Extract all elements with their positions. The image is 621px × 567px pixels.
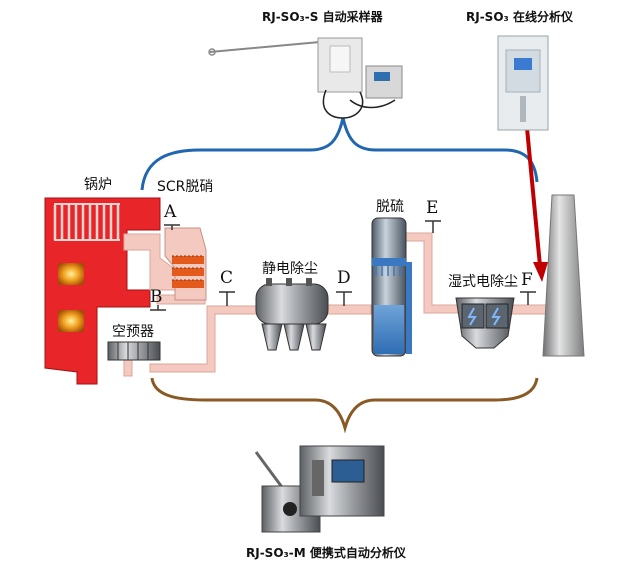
sample-probes: [150, 220, 536, 311]
wet-esp-label: 湿式电除尘: [448, 274, 518, 290]
scr-reactor: [164, 227, 207, 301]
online-analyzer-arrow: [525, 127, 548, 282]
sample-point-d: D: [337, 268, 351, 288]
stack: [542, 194, 585, 357]
online-analyzer-cabinet: [497, 35, 549, 131]
air-preheater-label: 空预器: [112, 324, 154, 340]
fgd-label: 脱硫: [376, 199, 404, 215]
scr-label: SCR脱硝: [157, 179, 214, 195]
auto-sampler-device: [208, 37, 403, 119]
fgd-tower: [371, 217, 412, 357]
auto-sampler-title: RJ-SO₃-S 自动采样器: [262, 10, 383, 24]
boiler-fire-upper: [58, 263, 84, 285]
portable-analyzer-device: [254, 445, 385, 533]
sample-point-f: F: [521, 270, 533, 290]
sample-point-e: E: [426, 198, 439, 218]
wet-esp: [455, 297, 515, 349]
sample-point-b: B: [150, 287, 163, 307]
boiler-label: 锅炉: [84, 177, 112, 193]
portable-analyzer-title: RJ-SO₃-M 便携式自动分析仪: [246, 546, 406, 560]
boiler-fire-lower: [58, 310, 84, 332]
esp: [255, 278, 329, 351]
esp-label: 静电除尘: [262, 261, 318, 277]
sample-point-a: A: [164, 202, 177, 222]
sample-point-c: C: [220, 268, 234, 288]
portable-analyzer-bracket: [150, 377, 539, 434]
air-preheater: [107, 341, 161, 361]
boiler: [44, 197, 177, 385]
online-analyzer-title: RJ-SO₃ 在线分析仪: [466, 10, 573, 24]
